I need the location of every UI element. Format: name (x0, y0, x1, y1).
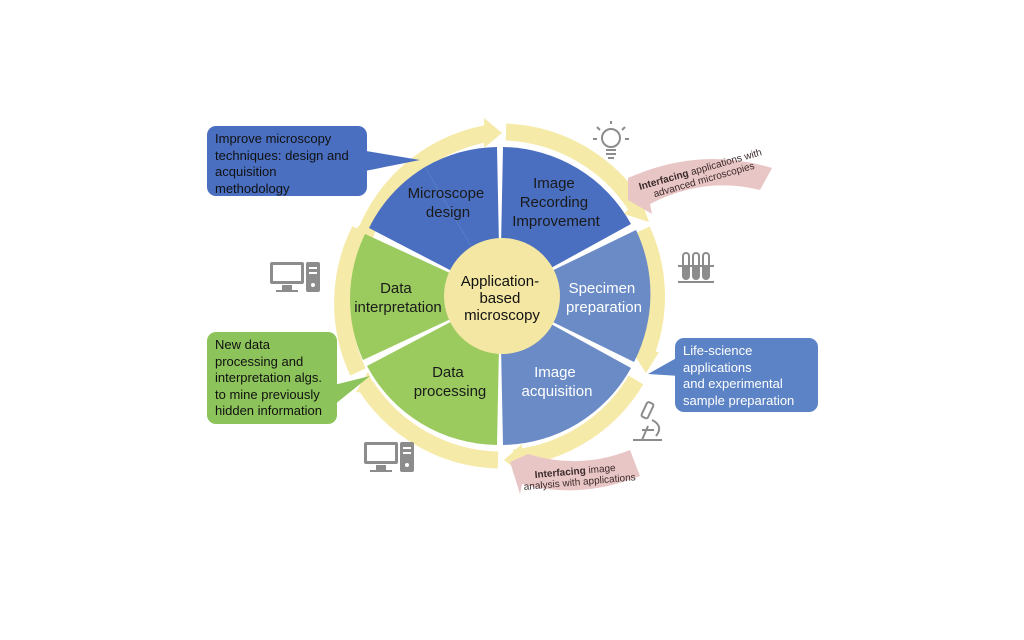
ribbon-top-shape (628, 159, 772, 214)
computer-icon (270, 262, 320, 292)
label-microscope-design: Microscope design (408, 185, 489, 221)
callout-new-data-line-4: to mine previously (215, 386, 320, 402)
ring-arc-right-top (505, 123, 644, 211)
wedge-data-interpretation[interactable] (350, 234, 500, 360)
callout-pointer-life-science (648, 356, 680, 376)
ring-arrowhead-right (631, 350, 659, 373)
label-image-acquisition: Image acquisition (522, 364, 593, 400)
callout-improve-line-1: Improve microscopy (215, 131, 332, 146)
computer-icon (364, 442, 414, 472)
ribbon-bottom-shape (510, 450, 640, 494)
segment-labels: Microscope design Image Recording Improv… (354, 175, 642, 400)
center-label: Application- based microscopy (461, 273, 544, 324)
microscope-icon (633, 401, 662, 441)
callout-life-science-line-3: and experimental (683, 376, 783, 391)
ring-arc-left (334, 226, 368, 376)
callout-life-science: Life-science applications and experiment… (675, 338, 818, 412)
callout-life-science-line-4: sample preparation (683, 392, 795, 408)
callout-improve-line-3: acquisition (215, 164, 277, 179)
label-image-recording: Image Recording Improvement (512, 175, 600, 230)
callout-improve-line-2: techniques: design and (215, 147, 349, 163)
center-circle[interactable] (444, 238, 560, 354)
cycle-ring (334, 118, 665, 474)
ring-arrowhead-bottom-left (356, 372, 378, 394)
label-specimen-preparation: Specimen preparation (566, 280, 642, 316)
callout-new-data-line-5: hidden information (215, 403, 322, 418)
ring-arc-bottom-left (358, 381, 499, 469)
label-data-processing: Data processing (414, 364, 487, 400)
callout-new-data-line-1: New data (215, 337, 270, 352)
callout-life-science-line-1: Life-science (683, 343, 753, 358)
callout-improve-line-4: methodology (215, 180, 290, 196)
ribbon-top: Interfacing applications with advanced m… (628, 147, 772, 214)
test-tubes-icon (678, 252, 714, 283)
callout-pointer-improve (360, 150, 420, 172)
ring-arrowhead-top (484, 118, 502, 148)
wedge-specimen-preparation[interactable] (500, 230, 651, 362)
ribbon-bottom: Interfacing image analysis with applicat… (510, 450, 640, 494)
ring-arc-bottom-right (512, 375, 644, 467)
label-data-interpretation: Data interpretation (354, 280, 442, 316)
callout-life-science-line-2: applications (683, 359, 752, 375)
callout-new-data: New data processing and interpretation a… (207, 332, 337, 424)
lightbulb-icon (593, 121, 629, 159)
callout-pointer-new-data (334, 376, 370, 405)
callout-new-data-line-2: processing and (215, 353, 304, 369)
ring-arc-right (634, 226, 665, 360)
ring-arrowhead-right-top (624, 197, 649, 222)
callout-new-data-line-3: interpretation algs. (215, 370, 322, 385)
callout-improve-microscopy: Improve microscopy techniques: design an… (207, 126, 367, 196)
